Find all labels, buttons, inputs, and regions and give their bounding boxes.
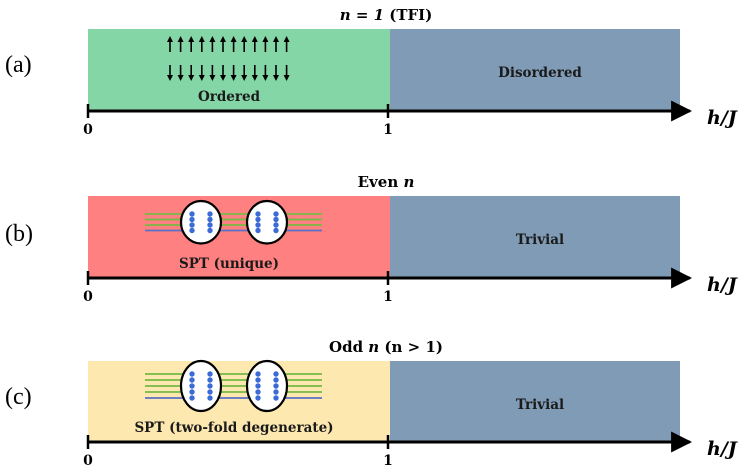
dot-0-3-r xyxy=(207,389,213,395)
panel-b-label: (b) xyxy=(5,221,33,247)
dot-1-0-l xyxy=(255,211,261,217)
down-arrow-head-3 xyxy=(198,75,205,81)
dot-1-0-l xyxy=(255,371,261,377)
up-arrow-head-7 xyxy=(241,36,248,42)
down-arrow-head-8 xyxy=(251,75,258,81)
dot-1-3-r xyxy=(273,389,279,395)
dot-0-2-r xyxy=(207,222,213,228)
dot-1-2-r xyxy=(273,383,279,389)
site-ellipse-1 xyxy=(245,359,289,413)
dot-0-2-l xyxy=(189,383,195,389)
panel-a-label: (a) xyxy=(5,52,32,78)
up-arrow-head-11 xyxy=(283,36,290,42)
trivial-region-b xyxy=(390,196,680,278)
panel-b: Even n (b) SPT (unique) Trivial 0 1 h/J xyxy=(5,173,739,305)
dot-0-3-l xyxy=(189,389,195,395)
down-arrow-head-2 xyxy=(188,75,195,81)
tick-label-1-b: 1 xyxy=(383,289,393,305)
dot-0-2-l xyxy=(189,222,195,228)
down-arrow-head-6 xyxy=(230,75,237,81)
panel-c-label: (c) xyxy=(5,384,32,410)
dot-1-4-r xyxy=(273,395,279,401)
spin-arrows-illustration xyxy=(167,36,290,81)
chain-odd-illustration xyxy=(145,359,322,413)
dot-0-0-r xyxy=(207,211,213,217)
dot-0-4-l xyxy=(189,395,195,401)
trivial-region-c xyxy=(390,361,680,442)
down-arrow-head-11 xyxy=(283,75,290,81)
down-arrow-head-0 xyxy=(167,75,173,81)
up-arrow-head-3 xyxy=(198,36,205,42)
dot-1-2-l xyxy=(255,222,261,228)
dot-0-1-l xyxy=(189,377,195,383)
panel-c-title: Odd n (n > 1) xyxy=(329,338,443,356)
up-arrow-head-9 xyxy=(262,36,269,42)
down-arrow-head-7 xyxy=(241,75,248,81)
dot-1-1-l xyxy=(255,216,261,223)
panel-a-title: n = 1 (TFI) xyxy=(340,6,433,24)
disordered-label: Disordered xyxy=(498,65,582,81)
spt-unique-label: SPT (unique) xyxy=(179,256,279,272)
spt-unique-region xyxy=(88,196,390,278)
axis-label-c: h/J xyxy=(707,438,739,460)
dot-0-2-r xyxy=(207,383,213,389)
tick-label-1-c: 1 xyxy=(383,453,393,469)
up-arrow-head-2 xyxy=(188,36,195,42)
dot-0-4-r xyxy=(207,395,213,401)
down-arrow-head-1 xyxy=(177,75,184,81)
site-ellipse-0 xyxy=(179,199,223,245)
site-ellipse-1 xyxy=(245,199,289,245)
dot-1-2-l xyxy=(255,383,261,389)
spt-degenerate-label: SPT (two-fold degenerate) xyxy=(134,420,333,436)
down-arrow-head-4 xyxy=(209,75,216,81)
dot-0-0-l xyxy=(189,371,195,377)
dot-1-3-l xyxy=(255,389,261,395)
panel-a: n = 1 (TFI) (a) Ordered Disordered 0 1 h… xyxy=(5,6,739,138)
chain-even-illustration xyxy=(145,199,322,245)
disordered-region xyxy=(390,29,680,111)
tick-label-1-a: 1 xyxy=(383,122,393,138)
dot-0-3-l xyxy=(189,227,195,234)
down-arrow-head-10 xyxy=(273,75,279,81)
dot-1-0-r xyxy=(273,371,279,377)
up-arrow-head-1 xyxy=(177,36,184,42)
tick-label-0-b: 0 xyxy=(83,289,93,305)
trivial-label-c: Trivial xyxy=(516,397,564,413)
dot-1-1-r xyxy=(273,216,279,223)
tick-label-0-a: 0 xyxy=(83,122,93,138)
up-arrow-head-8 xyxy=(251,36,258,42)
dot-1-1-l xyxy=(255,377,261,383)
dot-1-1-r xyxy=(273,377,279,383)
ordered-label: Ordered xyxy=(198,89,261,105)
panel-c: Odd n (n > 1) (c) SPT (two-fold degenera… xyxy=(5,338,739,469)
dot-1-3-r xyxy=(273,227,279,234)
ordered-region xyxy=(88,29,390,111)
dot-1-3-l xyxy=(255,227,261,234)
panel-b-title: Even n xyxy=(358,173,415,191)
dot-0-0-l xyxy=(189,211,195,217)
dot-0-1-l xyxy=(189,216,195,223)
up-arrow-head-0 xyxy=(167,36,173,42)
tick-label-0-c: 0 xyxy=(83,453,93,469)
axis-label-b: h/J xyxy=(707,274,739,296)
dot-0-1-r xyxy=(207,377,213,383)
axis-label-a: h/J xyxy=(707,107,739,129)
up-arrow-head-4 xyxy=(209,36,216,42)
site-ellipse-0 xyxy=(179,359,223,413)
dot-0-1-r xyxy=(207,216,213,223)
down-arrow-head-9 xyxy=(262,75,269,81)
dot-1-4-l xyxy=(255,395,261,401)
down-arrow-head-5 xyxy=(220,75,226,81)
up-arrow-head-10 xyxy=(273,36,279,42)
dot-0-3-r xyxy=(207,227,213,234)
dot-1-0-r xyxy=(273,211,279,217)
dot-0-0-r xyxy=(207,371,213,377)
trivial-label-b: Trivial xyxy=(516,232,564,248)
up-arrow-head-5 xyxy=(220,36,226,42)
dot-1-2-r xyxy=(273,222,279,228)
up-arrow-head-6 xyxy=(230,36,237,42)
